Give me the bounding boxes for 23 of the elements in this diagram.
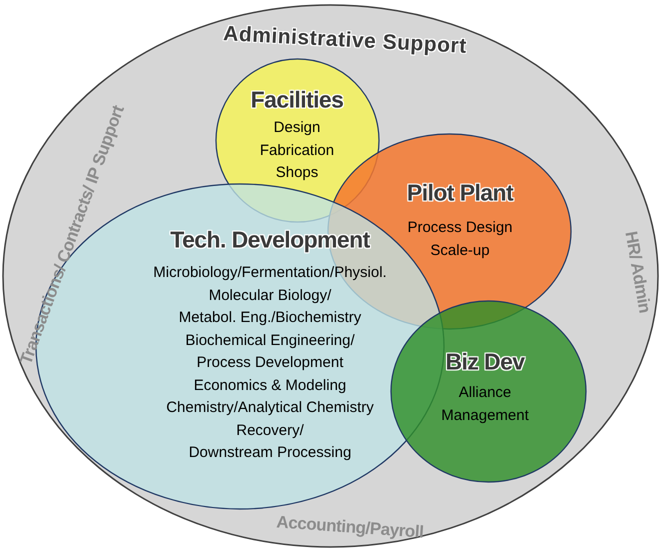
circle-heading: Biz Dev: [445, 350, 525, 374]
list-item: Downstream Processing: [188, 443, 352, 463]
list-item: Molecular Biology/: [208, 286, 332, 306]
circle-heading: Pilot Plant: [406, 182, 514, 204]
list-item: Fabrication: [260, 140, 334, 160]
list-item: Recovery/: [236, 420, 304, 440]
list-item: Microbiology/Fermentation/Physiol.: [153, 263, 387, 283]
list-item: Management: [441, 406, 529, 426]
list-item: Process Design: [407, 218, 513, 238]
list-item: Scale-up: [430, 240, 490, 260]
list-item: Economics & Modeling: [194, 376, 346, 396]
ring-label: Accounting/Payroll: [276, 513, 424, 541]
list-item: Biochemical Engineering/: [185, 330, 355, 350]
list-item: Process Development: [196, 353, 344, 373]
list-item: Shops: [276, 163, 318, 183]
list-item: Metabol. Eng./Biochemistry: [178, 308, 362, 328]
ring-label: HR/ Admin: [622, 230, 654, 314]
circle-heading: Tech. Development: [170, 228, 370, 252]
ring-label: Administrative Support: [222, 23, 468, 57]
list-item: Alliance: [458, 383, 512, 403]
circle-heading: Facilities: [250, 88, 344, 112]
list-item: Design: [274, 118, 320, 138]
list-item: Chemistry/Analytical Chemistry: [166, 398, 374, 418]
